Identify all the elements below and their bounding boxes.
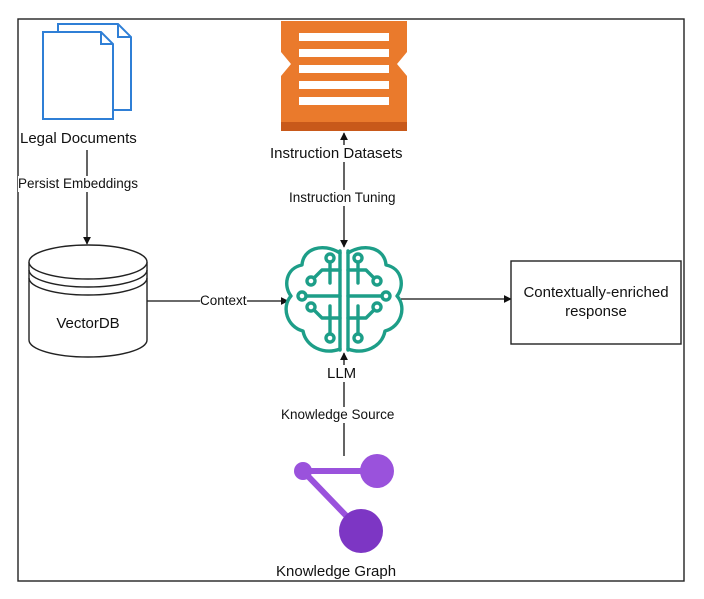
dataset-icon bbox=[281, 21, 407, 131]
legal-documents-label: Legal Documents bbox=[20, 130, 137, 148]
database-icon bbox=[28, 244, 148, 358]
documents-icon bbox=[42, 23, 132, 120]
graph-icon bbox=[294, 454, 394, 553]
edge-label-context: Context bbox=[200, 293, 247, 309]
response-label: Contextually-enriched response bbox=[523, 284, 669, 320]
knowledge-graph-label: Knowledge Graph bbox=[276, 563, 397, 581]
edge-label-knowledge-source: Knowledge Source bbox=[281, 407, 395, 423]
edge-label-persist-embeddings: Persist Embeddings bbox=[18, 176, 139, 192]
response-box bbox=[510, 260, 682, 345]
vectordb-label: VectorDB bbox=[56, 314, 120, 332]
brain-icon bbox=[284, 246, 404, 353]
llm-label: LLM bbox=[327, 365, 357, 383]
diagram-frame bbox=[17, 18, 685, 582]
instruction-datasets-label: Instruction Datasets bbox=[270, 145, 403, 163]
edge-label-instruction-tuning: Instruction Tuning bbox=[289, 190, 396, 206]
